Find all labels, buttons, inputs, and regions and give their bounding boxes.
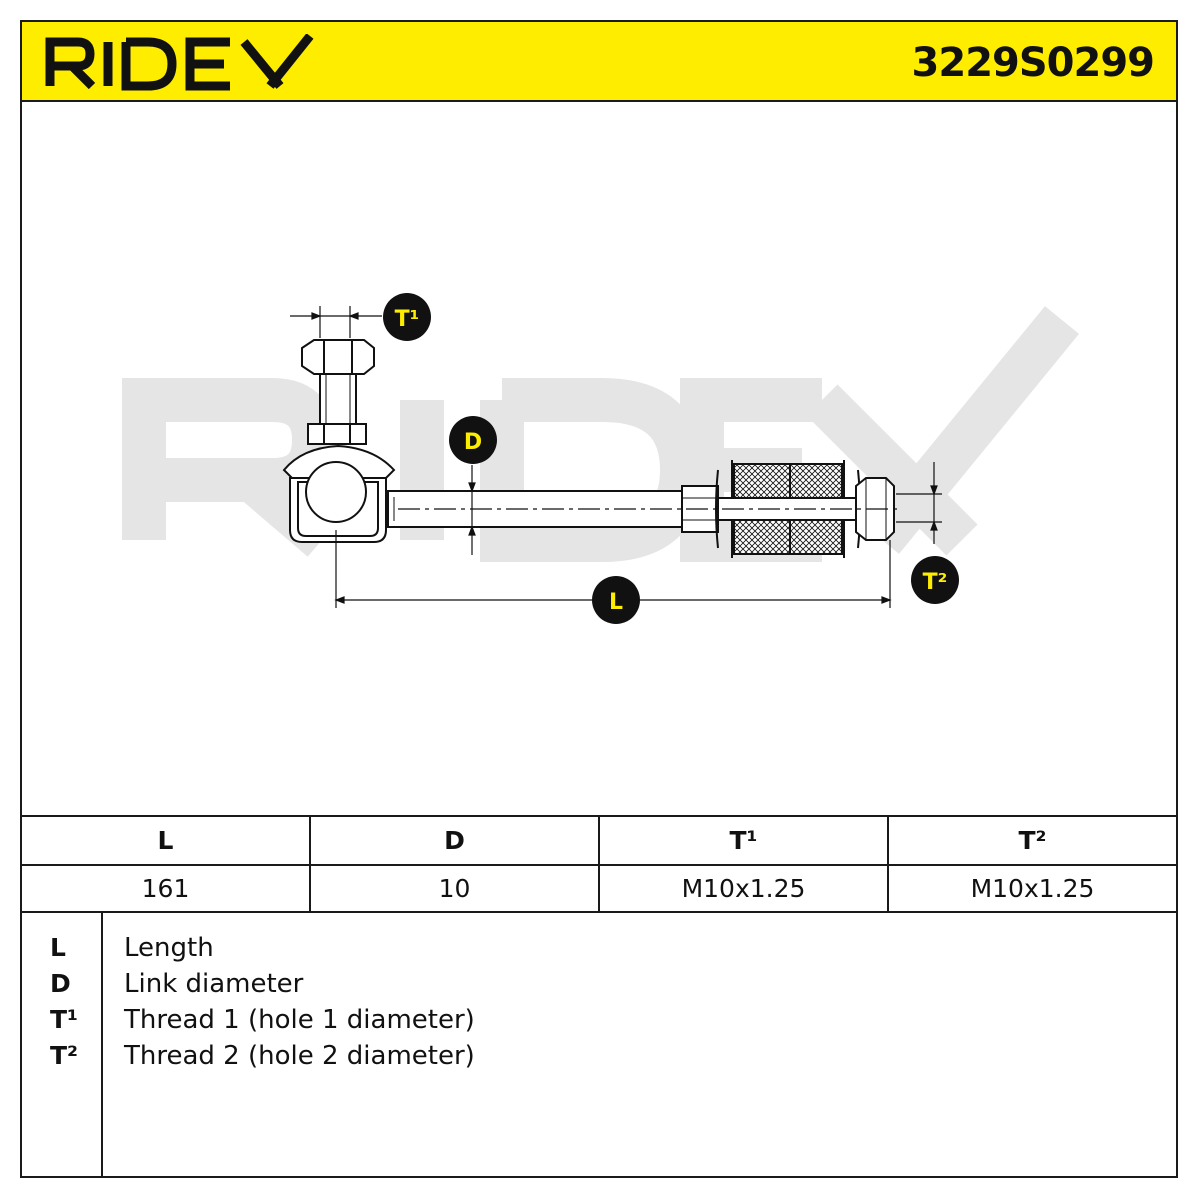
legend-item: T² Thread 2 (hole 2 diameter) [22, 1041, 1176, 1077]
label-l: L [609, 590, 623, 615]
legend-description: Link diameter [124, 969, 304, 999]
legend: L Length D Link diameter T¹ Thread 1 (ho… [22, 913, 1176, 1178]
label-t1: T¹ [395, 307, 420, 332]
part-number: 3229S0299 [911, 40, 1155, 86]
spec-value-cell: 161 [22, 865, 311, 912]
label-t2: T² [923, 570, 948, 595]
legend-item: L Length [22, 933, 1176, 969]
spec-header-cell: T¹ [600, 817, 889, 864]
datasheet-frame: 3229S0299 [20, 20, 1178, 1178]
label-t1-badge: T¹ [383, 293, 431, 341]
spec-value-cell: 10 [311, 865, 600, 912]
spec-table: L D T¹ T² 161 10 M10x1.25 M10x1.25 [22, 815, 1176, 913]
technical-drawing: T¹ D L T² [22, 102, 1176, 815]
spec-table-header: L D T¹ T² [22, 817, 1176, 866]
spec-header-cell: L [22, 817, 311, 864]
spec-header-cell: D [311, 817, 600, 864]
spec-header-cell: T² [1018, 826, 1047, 855]
legend-key: D [50, 969, 71, 998]
label-t2-badge: T² [911, 556, 959, 604]
legend-divider [101, 913, 103, 1178]
spec-table-values: 161 10 M10x1.25 M10x1.25 [22, 865, 1176, 912]
legend-key: T² [50, 1041, 79, 1070]
legend-description: Length [124, 933, 214, 963]
link-part [282, 339, 898, 558]
header-bar: 3229S0299 [22, 22, 1176, 102]
ridex-logo [45, 34, 314, 91]
spec-value-cell: M10x1.25 [600, 865, 889, 912]
legend-item: T¹ Thread 1 (hole 1 diameter) [22, 1005, 1176, 1041]
legend-description: Thread 2 (hole 2 diameter) [124, 1041, 475, 1071]
legend-description: Thread 1 (hole 1 diameter) [124, 1005, 475, 1035]
legend-item: D Link diameter [22, 969, 1176, 1005]
legend-key: T¹ [50, 1005, 79, 1034]
label-d-badge: D [449, 416, 497, 464]
label-l-badge: L [592, 576, 640, 624]
dimension-lines [290, 306, 942, 608]
label-d: D [464, 430, 482, 455]
spec-value-cell: M10x1.25 [970, 874, 1095, 903]
legend-key: L [50, 933, 66, 962]
stabilizer-link-drawing: T¹ D L T² [122, 293, 1080, 624]
